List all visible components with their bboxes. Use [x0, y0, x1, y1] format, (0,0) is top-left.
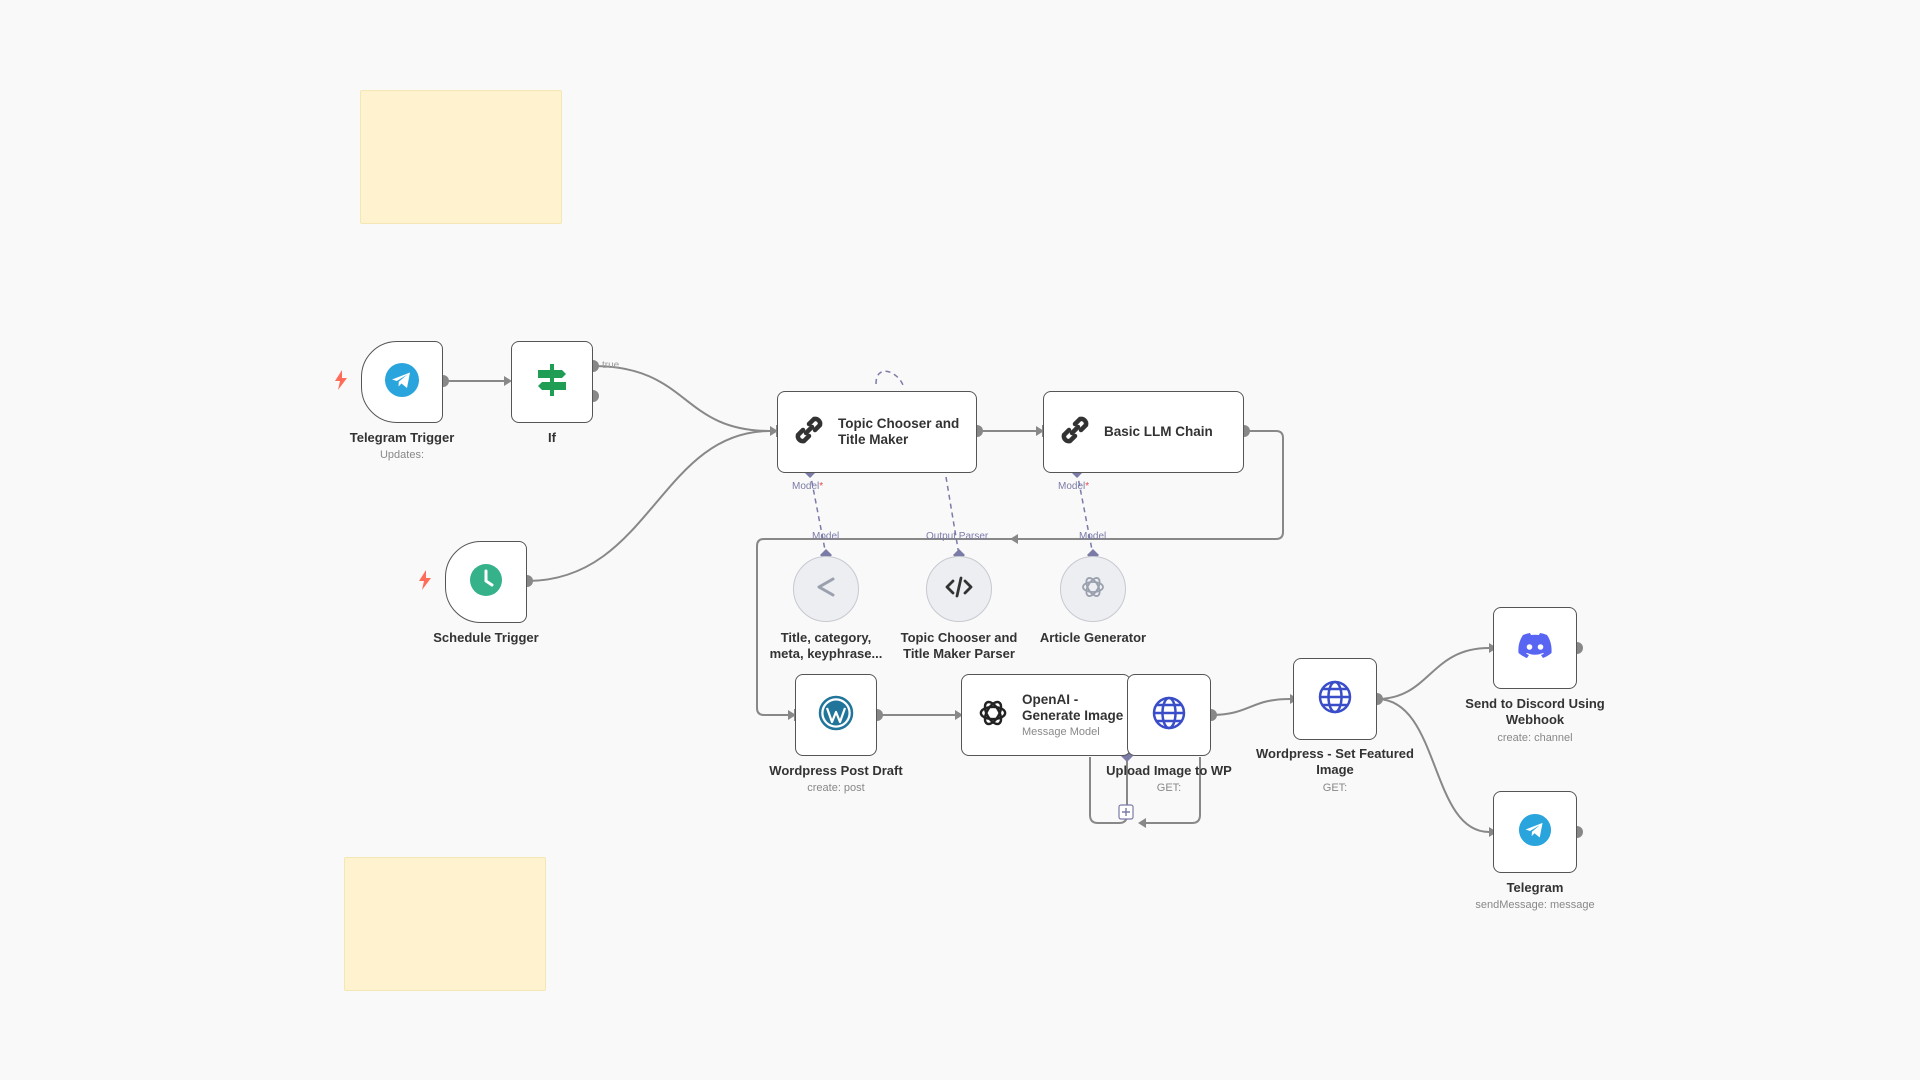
- node-wordpress-set-featured-image[interactable]: [1293, 658, 1377, 740]
- model-port-label: Model: [1079, 531, 1107, 542]
- node-send-to-discord[interactable]: [1493, 607, 1577, 689]
- node-topic-chooser[interactable]: Topic Chooser and Title Maker: [777, 391, 977, 473]
- node-openai-generate-image[interactable]: OpenAI - Generate Image Message Model: [961, 674, 1131, 756]
- signpost-icon: [535, 362, 569, 403]
- node-label: Schedule Trigger: [433, 630, 539, 645]
- node-topic-parser[interactable]: [926, 556, 992, 622]
- share-icon: [813, 574, 839, 605]
- telegram-icon: [1518, 813, 1552, 852]
- openai-icon: [1079, 573, 1107, 606]
- node-subtitle: Message Model: [1022, 726, 1100, 738]
- model-port-label: Model*: [792, 481, 824, 492]
- openai-icon: [976, 696, 1010, 735]
- node-label: Telegram Trigger: [349, 430, 455, 445]
- node-wordpress-post-draft[interactable]: [795, 674, 877, 756]
- wordpress-icon: [818, 695, 854, 736]
- node-telegram-trigger[interactable]: [361, 341, 443, 423]
- node-sublabel: sendMessage: message: [1475, 899, 1595, 911]
- node-label: Upload Image to WP: [1106, 763, 1232, 778]
- telegram-icon: [384, 362, 420, 403]
- model-port-label: Model: [812, 531, 840, 542]
- globe-icon: [1317, 679, 1353, 720]
- node-title: OpenAI - Generate Image: [1022, 692, 1124, 723]
- node-sublabel: create: channel: [1497, 732, 1573, 744]
- trigger-bolt-icon: [418, 570, 432, 595]
- node-title-category[interactable]: [793, 556, 859, 622]
- node-sublabel: GET:: [1156, 782, 1182, 794]
- model-port-label: Model*: [1058, 481, 1090, 492]
- node-title: Basic LLM Chain: [1104, 424, 1213, 439]
- node-title: Topic Chooser and Title Maker: [838, 416, 960, 447]
- node-label: If: [548, 430, 556, 445]
- node-label: Send to Discord Using Webhook: [1465, 696, 1605, 727]
- node-upload-image-to-wp[interactable]: [1127, 674, 1211, 756]
- globe-icon: [1151, 695, 1187, 736]
- code-icon: [945, 576, 973, 603]
- link-chain-icon: [792, 413, 826, 452]
- clock-icon: [469, 563, 503, 602]
- node-label: Wordpress Post Draft: [769, 763, 903, 778]
- node-article-generator[interactable]: [1060, 556, 1126, 622]
- node-label: Telegram: [1506, 880, 1564, 895]
- node-sublabel: GET:: [1322, 782, 1348, 794]
- node-telegram[interactable]: [1493, 791, 1577, 873]
- discord-icon: [1517, 632, 1553, 665]
- sticky-note-bottom[interactable]: [344, 857, 546, 991]
- node-sublabel: create: post: [807, 782, 865, 794]
- true-branch-label: true: [602, 360, 620, 371]
- trigger-bolt-icon: [334, 370, 348, 395]
- link-chain-icon: [1058, 413, 1092, 452]
- node-label: Article Generator: [1039, 630, 1147, 645]
- node-label: Topic Chooser and Title Maker Parser: [900, 630, 1018, 661]
- sticky-note-top[interactable]: [360, 90, 562, 224]
- node-if[interactable]: [511, 341, 593, 423]
- node-basic-llm-chain[interactable]: Basic LLM Chain: [1043, 391, 1244, 473]
- node-label: Title, category, meta, keyphrase...: [769, 630, 883, 661]
- node-schedule-trigger[interactable]: [445, 541, 527, 623]
- output-parser-port-label: Output Parser: [926, 531, 989, 542]
- node-label: Wordpress - Set Featured Image: [1256, 746, 1414, 777]
- node-sublabel: Updates:: [379, 449, 425, 461]
